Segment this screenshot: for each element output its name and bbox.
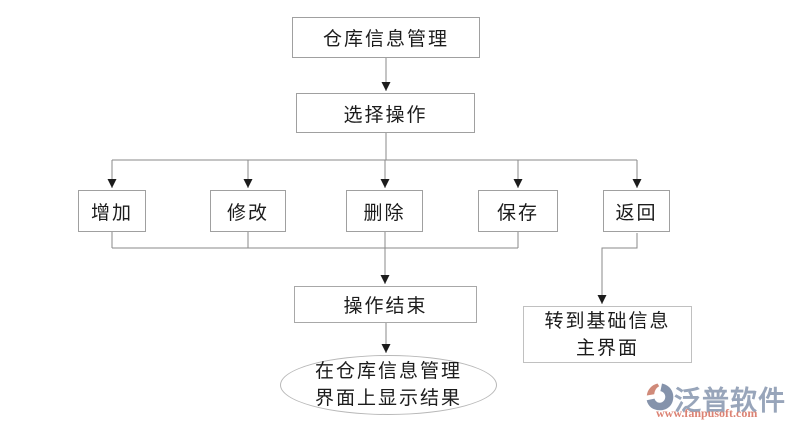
node-add: 增加 <box>78 190 146 232</box>
watermark-brand-text: 泛普软件 <box>674 386 786 416</box>
node-modify: 修改 <box>210 190 286 232</box>
watermark-url-text: www.fanpusoft.com <box>656 406 758 420</box>
node-operation-end: 操作结束 <box>294 286 477 323</box>
node-delete: 删除 <box>346 190 423 232</box>
node-goto-basic-info-main: 转到基础信息 主界面 <box>523 306 692 363</box>
fanpu-logo-icon <box>646 383 674 411</box>
node-select-operation: 选择操作 <box>296 93 475 133</box>
logo-salmon-crescent <box>646 383 660 396</box>
node-display-result-terminal: 在仓库信息管理 界面上显示结果 <box>280 355 497 415</box>
node-warehouse-info-management: 仓库信息管理 <box>292 17 480 58</box>
logo-slate-swoosh <box>646 383 674 411</box>
node-save: 保存 <box>478 190 558 232</box>
node-return: 返回 <box>603 190 670 232</box>
edge-back-to-goto <box>597 233 638 304</box>
